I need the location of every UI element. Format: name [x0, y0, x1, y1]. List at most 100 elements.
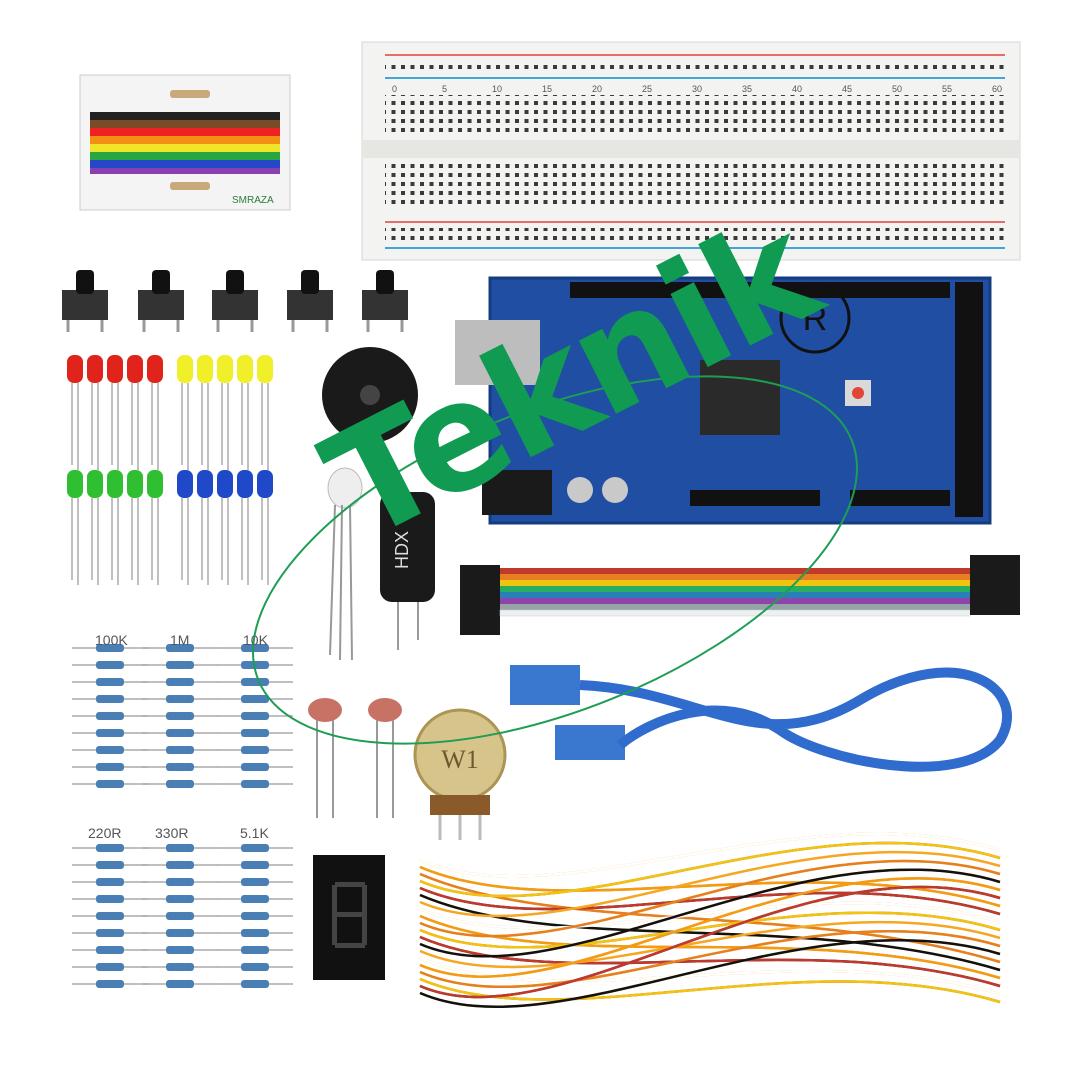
rgb-led	[327, 467, 363, 661]
resistor	[72, 844, 148, 852]
resistor	[142, 661, 218, 669]
resistor	[72, 929, 148, 937]
led	[127, 470, 143, 585]
breadboard-column-number: 55	[942, 84, 952, 94]
led	[237, 355, 253, 470]
resistor-label-1m: 1M	[170, 632, 190, 648]
resistor	[72, 895, 148, 903]
pot-marking: W1	[441, 745, 479, 774]
resistor	[72, 644, 148, 652]
resistor	[217, 844, 293, 852]
led	[127, 355, 143, 470]
potentiometer: W1	[413, 708, 507, 840]
breadboard	[361, 41, 1021, 261]
resistor-strips	[72, 644, 293, 988]
resistor	[217, 895, 293, 903]
jumper-wire	[419, 850, 1001, 918]
resistor	[142, 963, 218, 971]
led	[147, 355, 163, 470]
resistor	[142, 980, 218, 988]
led	[177, 355, 193, 470]
led	[107, 470, 123, 585]
resistor	[217, 980, 293, 988]
resistor	[217, 861, 293, 869]
led	[197, 355, 213, 470]
resistor-label-100k: 100K	[95, 632, 128, 648]
photoresistors	[308, 698, 402, 818]
breadboard-column-number: 30	[692, 84, 702, 94]
jumper-wire	[419, 930, 1001, 988]
jumper-wire	[419, 901, 1001, 930]
led	[107, 355, 123, 470]
resistor	[72, 661, 148, 669]
resistor	[72, 712, 148, 720]
resistor	[142, 878, 218, 886]
resistor	[72, 695, 148, 703]
resistor	[142, 746, 218, 754]
jumper-wire	[419, 885, 1001, 999]
breadboard-column-number: 25	[642, 84, 652, 94]
led	[87, 355, 103, 470]
resistor-label-330r: 330R	[155, 825, 189, 841]
resistor	[217, 763, 293, 771]
resistor	[217, 878, 293, 886]
resistor	[217, 678, 293, 686]
led	[257, 355, 273, 470]
jumper-wire	[419, 859, 1001, 938]
led	[147, 470, 163, 585]
resistor	[217, 746, 293, 754]
watermark-ellipse	[252, 375, 858, 745]
jumper-wire	[419, 920, 1001, 969]
arduino-mega-board: R	[455, 276, 992, 525]
resistor	[72, 980, 148, 988]
seven-segment-display	[313, 855, 385, 980]
breadboard-column-number: 45	[842, 84, 852, 94]
resistor	[72, 878, 148, 886]
resistor	[142, 929, 218, 937]
jumper-wire-bundle	[419, 832, 1001, 1008]
resistor	[217, 729, 293, 737]
resistor	[217, 946, 293, 954]
resistor	[142, 763, 218, 771]
resistor-label-10k: 10K	[243, 632, 268, 648]
led	[237, 470, 253, 585]
breadboard-column-number: 60	[992, 84, 1002, 94]
resistor	[142, 712, 218, 720]
resistor	[72, 912, 148, 920]
resistor	[142, 780, 218, 788]
resistor	[142, 861, 218, 869]
resistor	[142, 729, 218, 737]
breadboard-column-number: 0	[392, 84, 397, 94]
jumper-wire	[419, 868, 1001, 958]
resistor	[217, 912, 293, 920]
led	[87, 470, 103, 585]
led-groups	[67, 355, 273, 585]
resistor	[142, 912, 218, 920]
jumper-wire	[419, 832, 1001, 878]
resistor	[72, 678, 148, 686]
registered-mark: R	[803, 300, 828, 338]
jumper-wire	[419, 911, 1001, 949]
resistor	[217, 929, 293, 937]
resistor	[72, 780, 148, 788]
resistor-color-code-card: SMRAZA	[79, 74, 291, 211]
resistor	[72, 963, 148, 971]
electrolytic-capacitor: HDX	[380, 492, 435, 650]
capacitor-marking: HDX	[392, 531, 412, 569]
jumper-wire	[419, 939, 1001, 1008]
resistor	[142, 895, 218, 903]
resistor	[142, 695, 218, 703]
resistor	[217, 644, 293, 652]
led	[217, 355, 233, 470]
buzzer	[322, 347, 418, 443]
led	[257, 470, 273, 585]
resistor	[142, 644, 218, 652]
led	[67, 470, 83, 585]
usb-cable	[510, 665, 1012, 772]
resistor	[217, 780, 293, 788]
led	[67, 355, 83, 470]
jumper-wire	[419, 977, 1001, 1004]
resistor	[217, 695, 293, 703]
